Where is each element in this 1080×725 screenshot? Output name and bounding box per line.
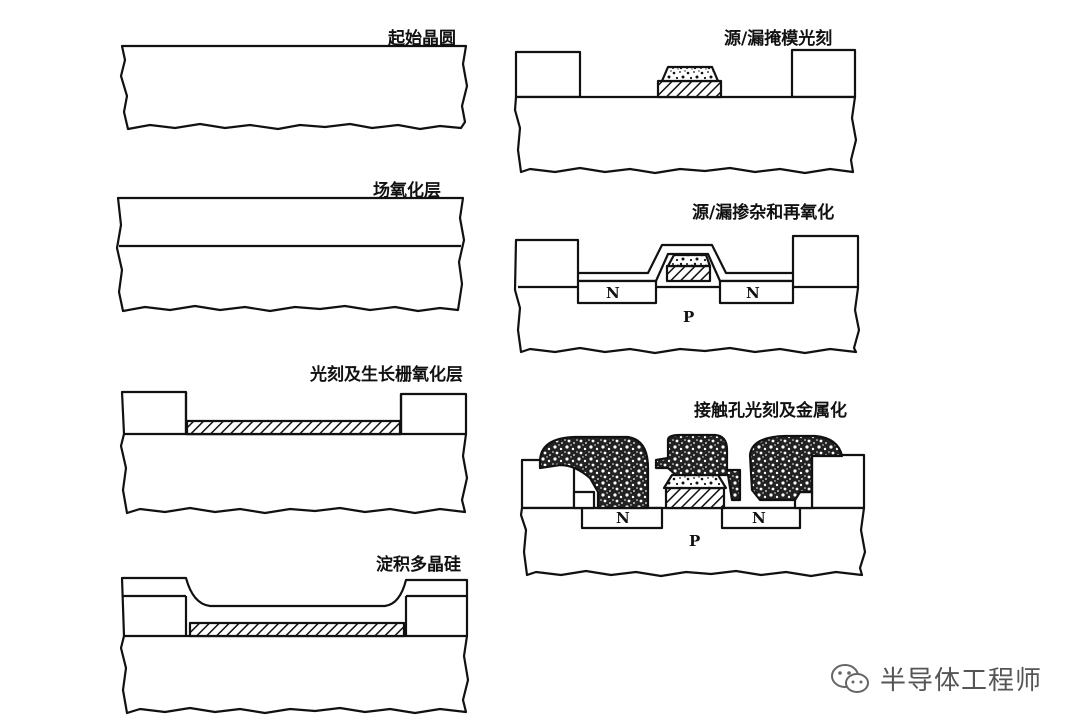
region-n-right-2: N [752, 509, 766, 527]
label-gate-oxide: 光刻及生长栅氧化层 [310, 365, 463, 385]
region-p-2: P [689, 532, 700, 550]
label-sd-doping: 源/漏掺杂和再氧化 [692, 203, 835, 223]
step5-sd-mask [513, 48, 858, 175]
step2-field-oxide [115, 196, 466, 313]
watermark-text: 半导体工程师 [880, 666, 1043, 696]
label-poly-deposition: 淀积多晶硅 [376, 555, 461, 575]
step6-sd-doping [513, 234, 861, 355]
watermark: 半导体工程师 [830, 660, 1042, 697]
step4-polysilicon [119, 576, 470, 715]
label-sd-mask: 源/漏掩模光刻 [724, 29, 833, 49]
region-n-right: N [746, 284, 760, 302]
label-starting-wafer: 起始晶圆 [388, 29, 456, 49]
region-n-left: N [606, 284, 620, 302]
step1-wafer [119, 44, 469, 131]
wechat-logo-icon [831, 663, 869, 693]
label-field-oxide: 场氧化层 [373, 181, 441, 201]
region-p: P [683, 308, 694, 326]
region-n-left-2: N [616, 509, 630, 527]
step7-metallization [519, 433, 867, 578]
label-metallization: 接触孔光刻及金属化 [694, 401, 847, 421]
step3-gate-oxide [119, 390, 469, 515]
